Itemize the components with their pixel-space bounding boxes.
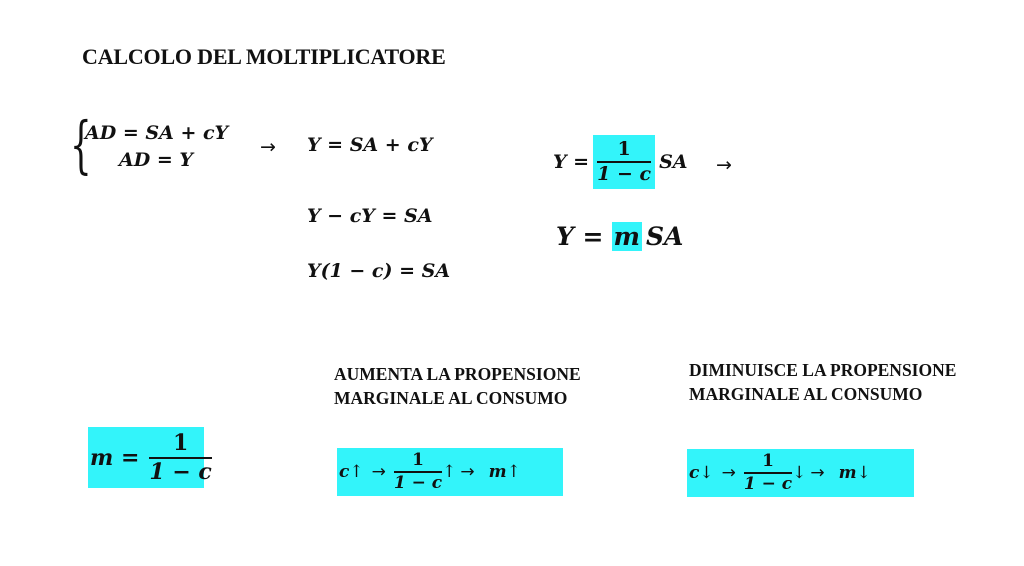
system-brace: {	[70, 108, 92, 181]
arrow-right-icon: →	[721, 463, 736, 483]
result-short-equation: Y = m SA	[556, 222, 683, 251]
arrow-right-icon: →	[371, 462, 386, 482]
arrow-down-icon: ↓	[856, 463, 871, 483]
fraction-bar	[597, 161, 652, 163]
arrow-down-icon: ↓	[792, 463, 807, 483]
system-equation-2: AD = Y	[119, 149, 193, 171]
multiplier-m-highlight: m	[611, 222, 642, 251]
result-short-lhs: Y =	[556, 222, 604, 251]
system-equation-1: AD = SA + cY	[85, 122, 229, 144]
increase-fraction: 1 1 − c	[393, 450, 443, 493]
result-rhs: SA	[659, 151, 688, 173]
arrow-right-icon: →	[810, 463, 825, 483]
multiplier-fraction-highlight: 1 1 − c	[593, 135, 656, 189]
result-equation: Y = 1 1 − c SA	[553, 135, 688, 189]
result-short-rhs: SA	[645, 222, 684, 251]
derivation-step-1: Y = SA + cY	[307, 134, 433, 156]
increase-label: AUMENTA LA PROPENSIONE MARGINALE AL CONS…	[334, 364, 581, 408]
arrow-right-icon: →	[460, 462, 475, 482]
result-lhs: Y =	[553, 151, 590, 173]
multiplier-formula-box: m = 1 1 − c	[88, 427, 212, 488]
decrease-fraction: 1 1 − c	[743, 451, 793, 494]
derivation-step-3: Y(1 − c) = SA	[307, 260, 451, 282]
fraction-numerator: 1	[617, 138, 631, 161]
slide-title: CALCOLO DEL MOLTIPLICATORE	[82, 44, 446, 69]
decrease-label: DIMINUISCE LA PROPENSIONE MARGINALE AL C…	[689, 360, 957, 404]
arrow-right-icon: →	[716, 154, 732, 176]
arrow-right-icon: →	[260, 136, 276, 158]
fraction-denominator: 1 − c	[597, 163, 652, 185]
derivation-step-2: Y − cY = SA	[307, 205, 433, 227]
multiplier-lhs: m =	[90, 444, 140, 471]
arrow-down-icon: ↓	[699, 463, 714, 483]
arrow-up-icon: ↑	[349, 462, 364, 482]
arrow-up-icon: ↑	[442, 462, 457, 482]
increase-formula-box: c ↑ → 1 1 − c ↑ → m ↑	[337, 448, 563, 496]
arrow-up-icon: ↑	[506, 462, 521, 482]
multiplier-fraction: 1 1 − c	[149, 430, 212, 485]
decrease-formula-box: c ↓ → 1 1 − c ↓ → m ↓	[687, 449, 914, 497]
